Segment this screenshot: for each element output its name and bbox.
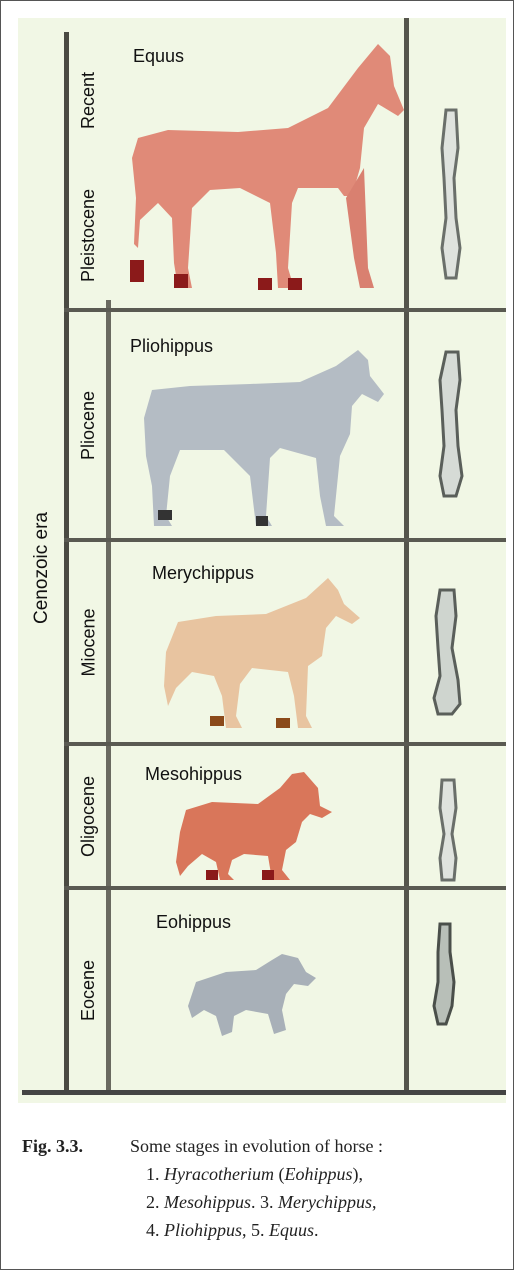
- epoch-miocene: Miocene: [70, 542, 108, 742]
- pliohippus-foot-bone: [434, 350, 468, 498]
- caption-period-5: .: [314, 1220, 319, 1240]
- caption-line-1: 1. Hyracotherium (Eohippus),: [22, 1160, 502, 1188]
- mesohippus-foot-bone: [432, 778, 464, 882]
- divider-1: [64, 308, 506, 312]
- caption-num-3: . 3.: [251, 1192, 274, 1212]
- caption-text: Some stages in evolution of horse :: [130, 1132, 383, 1160]
- caption-line-2: 2. Mesohippus. 3. Merychippus,: [22, 1188, 502, 1216]
- divider-3: [64, 742, 506, 746]
- merychippus-horse-image: [156, 576, 362, 736]
- caption-num-1: 1.: [146, 1164, 160, 1184]
- genus-eohippus: Eohippus: [156, 912, 231, 933]
- epoch-pliocene: Pliocene: [70, 312, 108, 538]
- caption-mesohippus: Mesohippus: [164, 1192, 251, 1212]
- divider-2: [64, 538, 506, 542]
- caption-label: Fig. 3.3.: [22, 1132, 130, 1160]
- equus-horse-image: [128, 38, 406, 296]
- caption-pliohippus: Pliohippus: [164, 1220, 242, 1240]
- pliohippus-horse-image: [140, 346, 386, 528]
- eohippus-foot-bone: [430, 922, 458, 1026]
- divider-bottom: [22, 1090, 506, 1095]
- caption-num-4: 4.: [146, 1220, 160, 1240]
- caption-line-3: 4. Pliohippus, 5. Equus.: [22, 1216, 502, 1244]
- equus-foot-bone: [436, 108, 466, 280]
- divider-era: [64, 32, 69, 1094]
- epoch-oligocene: Oligocene: [70, 746, 108, 886]
- eohippus-horse-image: [186, 950, 318, 1038]
- caption-hyracotherium: Hyracotherium: [164, 1164, 274, 1184]
- caption-num-5: , 5.: [242, 1220, 265, 1240]
- merychippus-foot-bone: [428, 588, 468, 716]
- caption-comma-3: ,: [372, 1192, 377, 1212]
- caption-paren-close: ),: [353, 1164, 364, 1184]
- caption-merychippus: Merychippus: [278, 1192, 372, 1212]
- epoch-recent: Recent: [70, 40, 108, 160]
- caption-eohippus: Eohippus: [284, 1164, 352, 1184]
- epoch-eocene: Eocene: [70, 890, 108, 1090]
- era-label: Cenozoic era: [22, 38, 62, 1098]
- divider-4: [64, 886, 506, 890]
- caption-equus: Equus: [269, 1220, 314, 1240]
- mesohippus-horse-image: [172, 770, 334, 882]
- caption-num-2: 2.: [146, 1192, 160, 1212]
- figure-caption: Fig. 3.3. Some stages in evolution of ho…: [22, 1132, 502, 1244]
- epoch-pleistocene: Pleistocene: [70, 160, 108, 310]
